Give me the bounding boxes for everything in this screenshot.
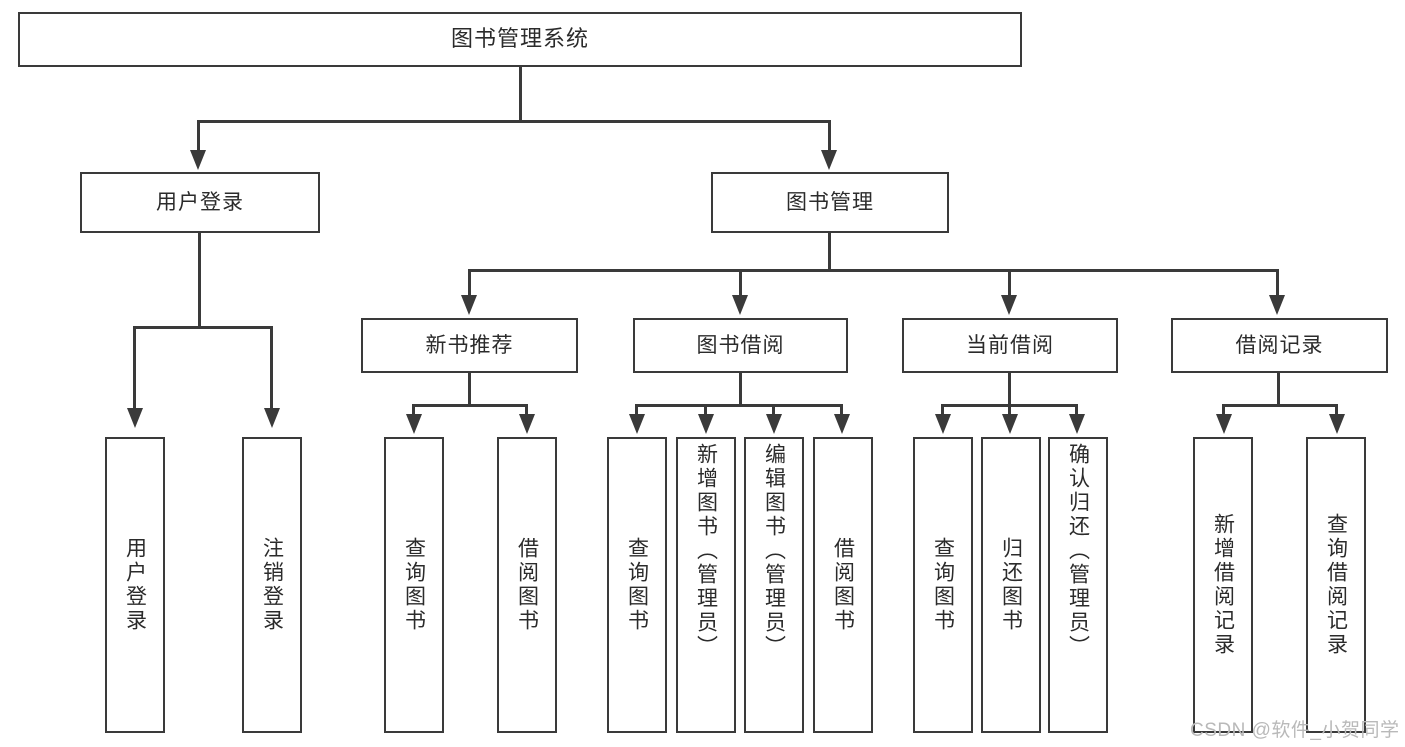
node-label: 新增图书（管理员）: [694, 443, 718, 659]
arrowhead-bb-4: [834, 414, 850, 434]
connector-bb-drop-1: [635, 404, 638, 416]
node-label: 查询图书: [402, 537, 426, 633]
node-new-book-recommend[interactable]: 新书推荐: [361, 318, 578, 373]
connector-bm-drop-3: [1008, 269, 1011, 297]
arrowhead-leaf-logout: [264, 408, 280, 428]
arrowhead-book-management: [821, 150, 837, 170]
connector-book-management-stem: [828, 233, 831, 271]
connector-bm-drop-2: [739, 269, 742, 297]
watermark-text: CSDN @软件_小贺同学: [1190, 720, 1400, 741]
arrowhead-cb-2: [1002, 414, 1018, 434]
arrowhead-br-2: [1329, 414, 1345, 434]
leaf-query-book-recommend[interactable]: 查询图书: [384, 437, 444, 733]
connector-br-stem: [1277, 373, 1280, 407]
arrowhead-cb-1: [935, 414, 951, 434]
node-label: 新书推荐: [425, 333, 514, 357]
arrowhead-book-borrow: [732, 295, 748, 315]
connector-bb-stem: [739, 373, 742, 407]
arrowhead-user-login: [190, 150, 206, 170]
leaf-confirm-return-admin[interactable]: 确认归还（管理员）: [1048, 437, 1108, 733]
leaf-edit-book-admin[interactable]: 编辑图书（管理员）: [744, 437, 804, 733]
arrowhead-new-book-recommend: [461, 295, 477, 315]
node-label: 用户登录: [156, 190, 244, 214]
connector-bb-bus: [635, 404, 841, 407]
node-book-borrow[interactable]: 图书借阅: [633, 318, 848, 373]
leaf-return-book[interactable]: 归还图书: [981, 437, 1041, 733]
node-label: 编辑图书（管理员）: [762, 443, 786, 659]
node-current-borrow[interactable]: 当前借阅: [902, 318, 1118, 373]
connector-user-login-drop-1: [133, 326, 136, 410]
connector-nbr-drop-2: [525, 404, 528, 416]
node-label: 图书管理: [786, 190, 874, 214]
node-label: 当前借阅: [966, 333, 1054, 357]
connector-user-login-drop-2: [270, 326, 273, 410]
arrowhead-bb-2: [698, 414, 714, 434]
node-root-book-management-system[interactable]: 图书管理系统: [18, 12, 1022, 67]
node-label: 归还图书: [999, 537, 1023, 633]
node-book-management[interactable]: 图书管理: [711, 172, 949, 233]
leaf-borrow-book[interactable]: 借阅图书: [813, 437, 873, 733]
node-borrow-record[interactable]: 借阅记录: [1171, 318, 1388, 373]
leaf-query-borrow-record[interactable]: 查询借阅记录: [1306, 437, 1366, 733]
arrowhead-nbr-1: [406, 414, 422, 434]
node-label: 借阅图书: [831, 537, 855, 633]
connector-user-login-bus: [133, 326, 270, 329]
node-label: 查询借阅记录: [1324, 513, 1348, 657]
leaf-borrow-book-recommend[interactable]: 借阅图书: [497, 437, 557, 733]
leaf-add-book-admin[interactable]: 新增图书（管理员）: [676, 437, 736, 733]
connector-bb-drop-4: [840, 404, 843, 416]
leaf-logout[interactable]: 注销登录: [242, 437, 302, 733]
arrowhead-current-borrow: [1001, 295, 1017, 315]
arrowhead-cb-3: [1069, 414, 1085, 434]
arrowhead-nbr-2: [519, 414, 535, 434]
connector-bm-drop-1: [468, 269, 471, 297]
node-label: 注销登录: [260, 537, 284, 633]
connector-bb-drop-2: [704, 404, 707, 416]
leaf-add-borrow-record[interactable]: 新增借阅记录: [1193, 437, 1253, 733]
arrowhead-leaf-user-login: [127, 408, 143, 428]
connector-root-drop-right: [828, 120, 831, 152]
node-label: 借阅图书: [515, 537, 539, 633]
connector-br-drop-1: [1222, 404, 1225, 416]
node-label: 借阅记录: [1235, 333, 1324, 357]
node-label: 图书管理系统: [450, 26, 589, 52]
node-label: 用户登录: [123, 537, 147, 633]
connector-root-drop-left: [197, 120, 200, 152]
connector-cb-drop-2: [1008, 404, 1011, 416]
connector-cb-drop-1: [941, 404, 944, 416]
connector-nbr-bus: [412, 404, 528, 407]
node-label: 确认归还（管理员）: [1066, 443, 1090, 659]
connector-br-bus: [1222, 404, 1338, 407]
leaf-query-book-borrow[interactable]: 查询图书: [607, 437, 667, 733]
arrowhead-borrow-record: [1269, 295, 1285, 315]
connector-br-drop-2: [1335, 404, 1338, 416]
connector-user-login-stem: [198, 233, 201, 329]
connector-book-management-bus: [468, 269, 1279, 272]
node-label: 图书借阅: [696, 333, 785, 357]
leaf-query-book-current[interactable]: 查询图书: [913, 437, 973, 733]
arrowhead-bb-1: [629, 414, 645, 434]
node-label: 查询图书: [625, 537, 649, 633]
connector-nbr-stem: [468, 373, 471, 407]
leaf-user-login[interactable]: 用户登录: [105, 437, 165, 733]
connector-root-stem: [519, 67, 522, 120]
connector-cb-stem: [1008, 373, 1011, 407]
connector-root-bus: [197, 120, 831, 123]
node-label: 新增借阅记录: [1211, 513, 1235, 657]
connector-nbr-drop-1: [412, 404, 415, 416]
arrowhead-br-1: [1216, 414, 1232, 434]
connector-bb-drop-3: [772, 404, 775, 416]
arrowhead-bb-3: [766, 414, 782, 434]
node-label: 查询图书: [931, 537, 955, 633]
connector-cb-drop-3: [1075, 404, 1078, 416]
connector-bm-drop-4: [1276, 269, 1279, 297]
node-user-login[interactable]: 用户登录: [80, 172, 320, 233]
